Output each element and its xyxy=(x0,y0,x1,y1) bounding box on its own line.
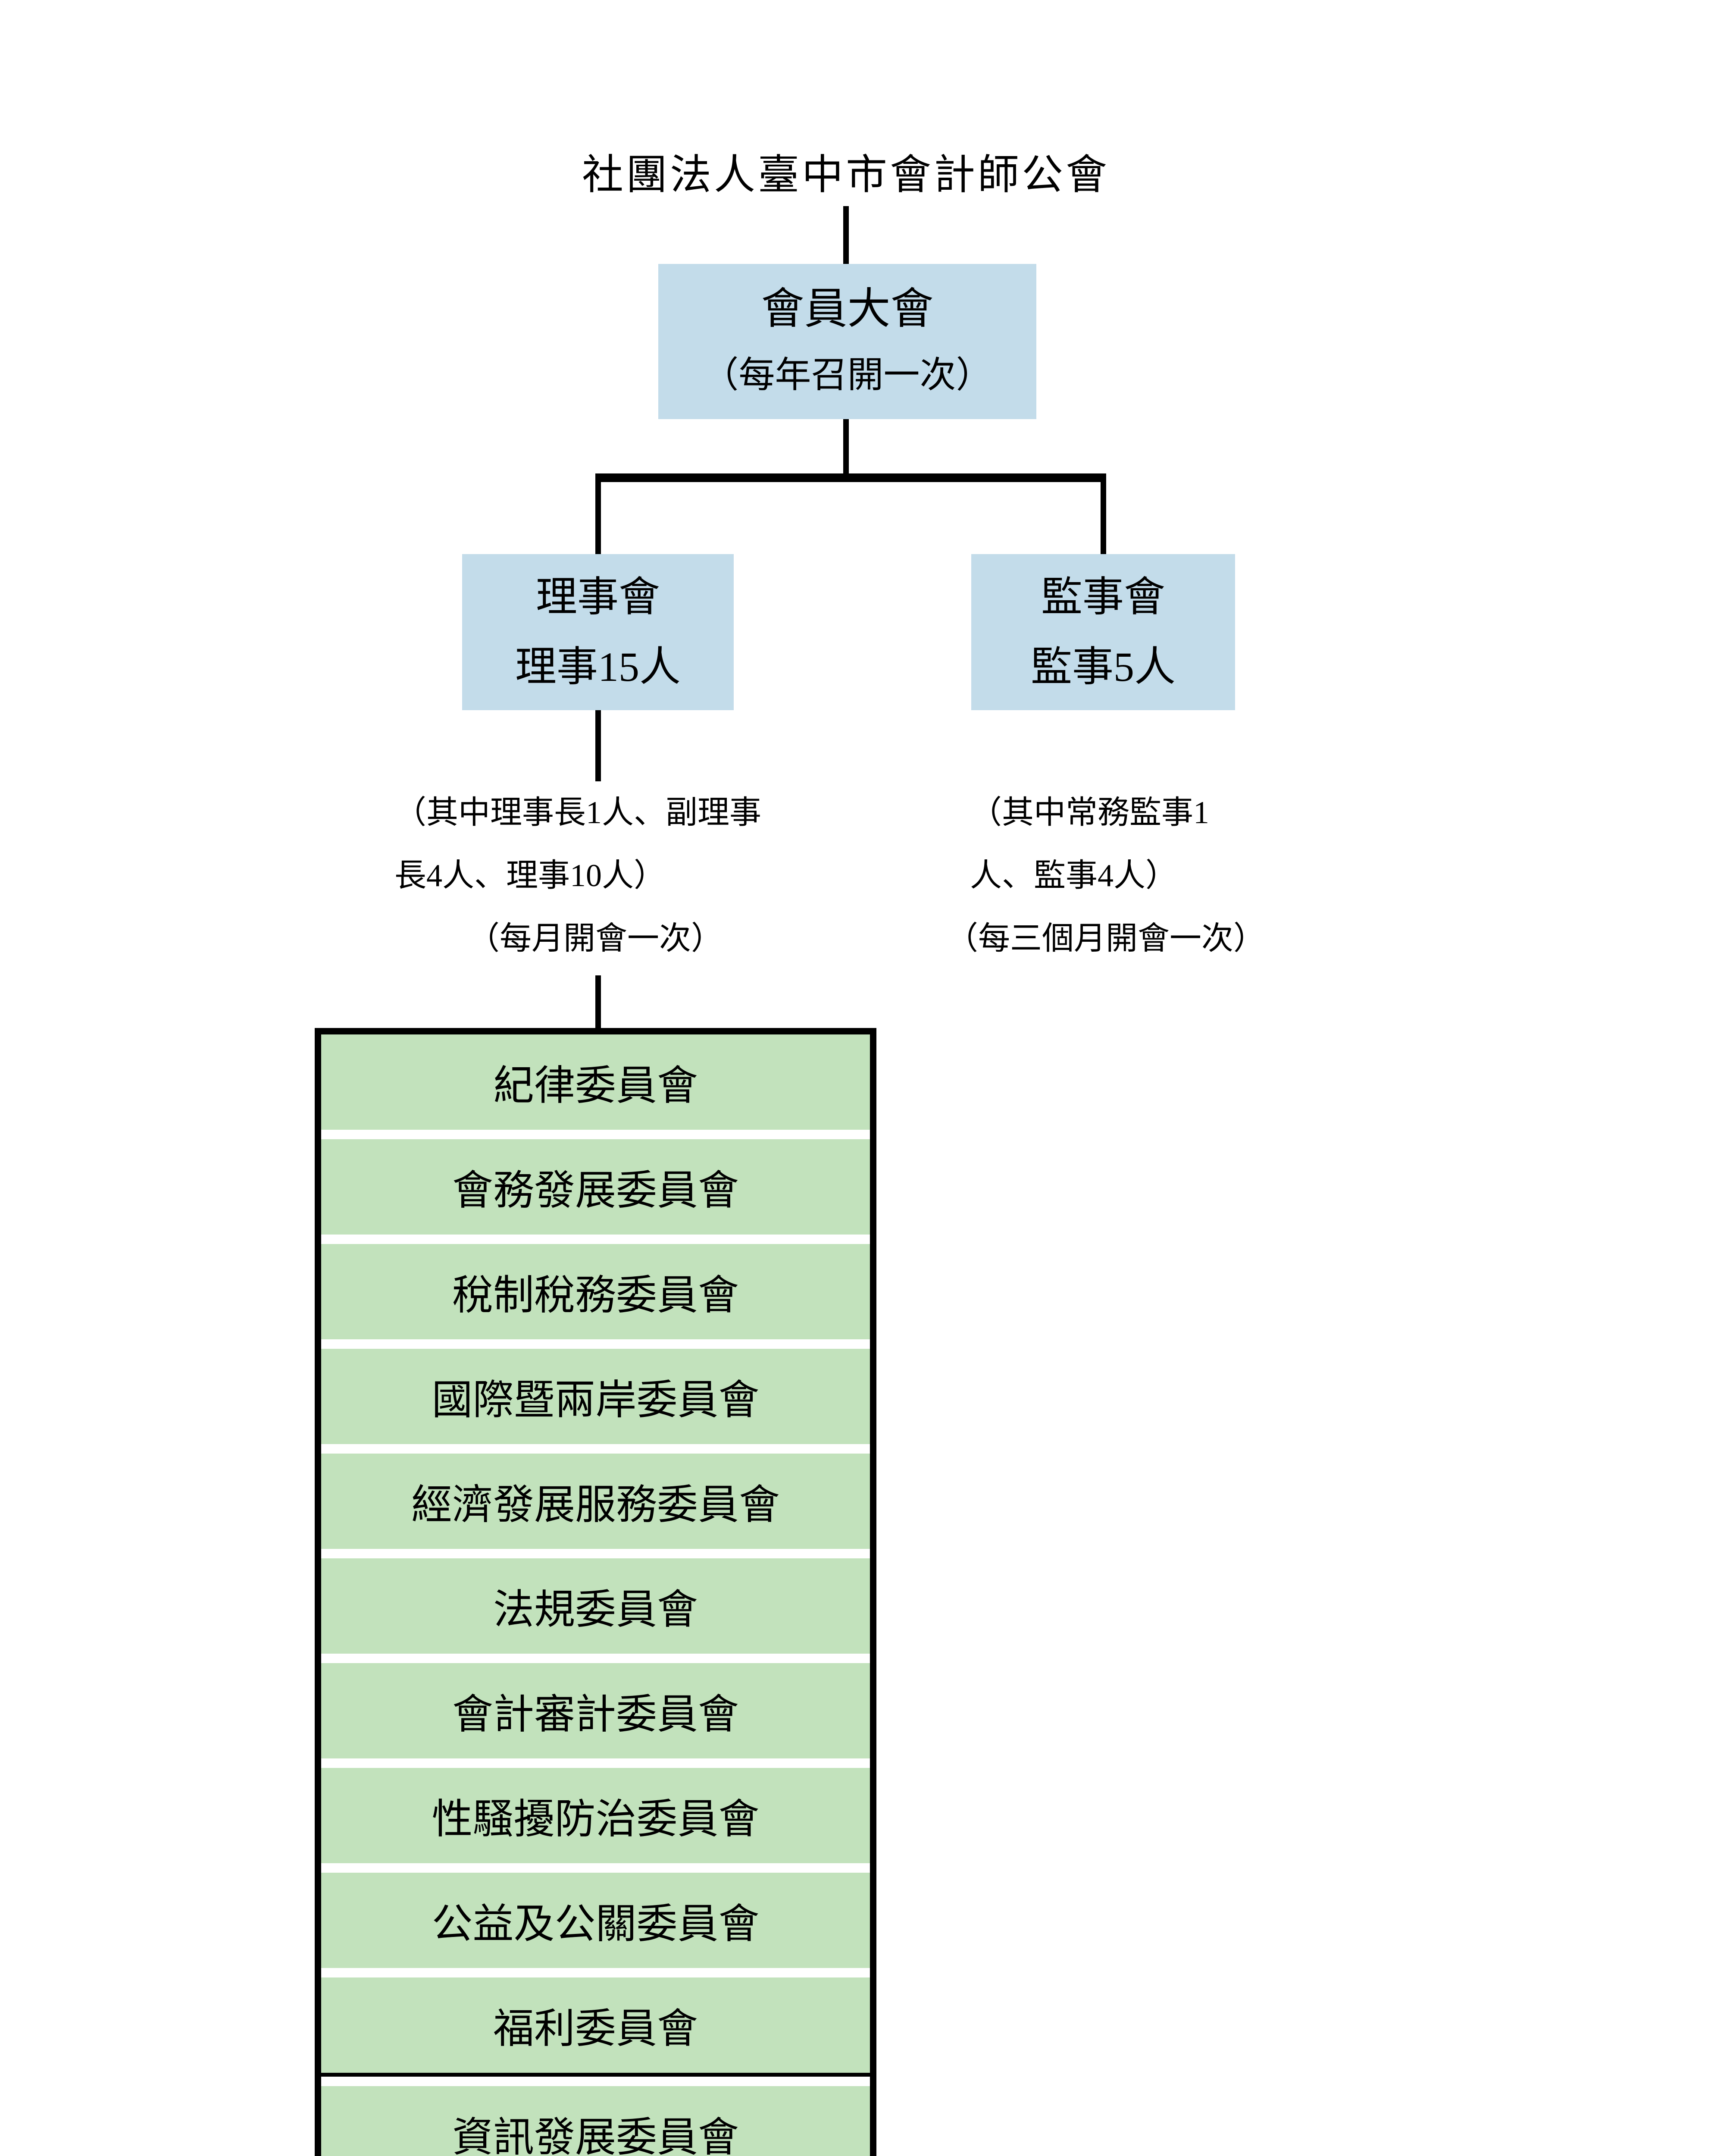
node-member-assembly-name: 會員大會 xyxy=(761,285,934,333)
node-member-assembly-note: （每年召開一次） xyxy=(702,355,992,395)
committee-row: 福利委員會 xyxy=(321,1977,870,2073)
page-break-divider xyxy=(321,2073,870,2077)
committee-row: 會務發展委員會 xyxy=(321,1139,870,1235)
directors-annotation-line2: 長4人、理事10人） xyxy=(394,858,666,893)
supervisors-annotation-line2: 人、監事4人） xyxy=(970,858,1177,893)
directors-annotation-line3: （每月開會一次） xyxy=(468,921,723,956)
committee-row: 資訊發展委員會 xyxy=(321,2086,870,2156)
node-board-of-directors-name: 理事會 xyxy=(536,574,660,620)
committee-row: 法規委員會 xyxy=(321,1558,870,1654)
supervisors-annotation: （其中常務監事1 人、監事4人） （每三個月開會一次） xyxy=(946,781,1300,970)
committee-row: 紀律委員會 xyxy=(321,1034,870,1130)
connector-assembly-bar xyxy=(843,419,849,473)
page-title: 社團法人臺中市會計師公會 xyxy=(582,152,1110,198)
node-board-of-supervisors: 監事會 監事5人 xyxy=(971,554,1235,710)
committee-row: 稅制稅務委員會 xyxy=(321,1244,870,1339)
connector-annotation-committees xyxy=(595,975,601,1028)
committee-row: 公益及公關委員會 xyxy=(321,1873,870,1968)
node-member-assembly: 會員大會 （每年召開一次） xyxy=(658,264,1036,419)
committee-row: 經濟發展服務委員會 xyxy=(321,1454,870,1549)
connector-bar-directors xyxy=(595,480,601,554)
directors-annotation-line1: （其中理事長1人、副理事 xyxy=(394,795,761,830)
node-board-of-directors: 理事會 理事15人 xyxy=(462,554,734,710)
committee-list: 紀律委員會 會務發展委員會 稅制稅務委員會 國際暨兩岸委員會 經濟發展服務委員會… xyxy=(315,1028,876,2156)
connector-bar-supervisors xyxy=(1101,480,1106,554)
node-board-of-supervisors-note: 監事5人 xyxy=(1031,644,1176,690)
committee-row: 性騷擾防治委員會 xyxy=(321,1768,870,1863)
directors-annotation: （其中理事長1人、副理事 長4人、理事10人） （每月開會一次） xyxy=(394,781,761,970)
connector-horizontal-bar xyxy=(595,473,1106,482)
committee-row: 會計審計委員會 xyxy=(321,1663,870,1758)
supervisors-annotation-line1: （其中常務監事1 xyxy=(970,795,1209,830)
node-board-of-directors-note: 理事15人 xyxy=(515,644,681,690)
committee-row: 國際暨兩岸委員會 xyxy=(321,1349,870,1444)
connector-directors-annotation xyxy=(595,710,601,781)
node-board-of-supervisors-name: 監事會 xyxy=(1041,574,1165,620)
supervisors-annotation-line3: （每三個月開會一次） xyxy=(946,921,1265,956)
connector-title-assembly xyxy=(843,206,849,264)
